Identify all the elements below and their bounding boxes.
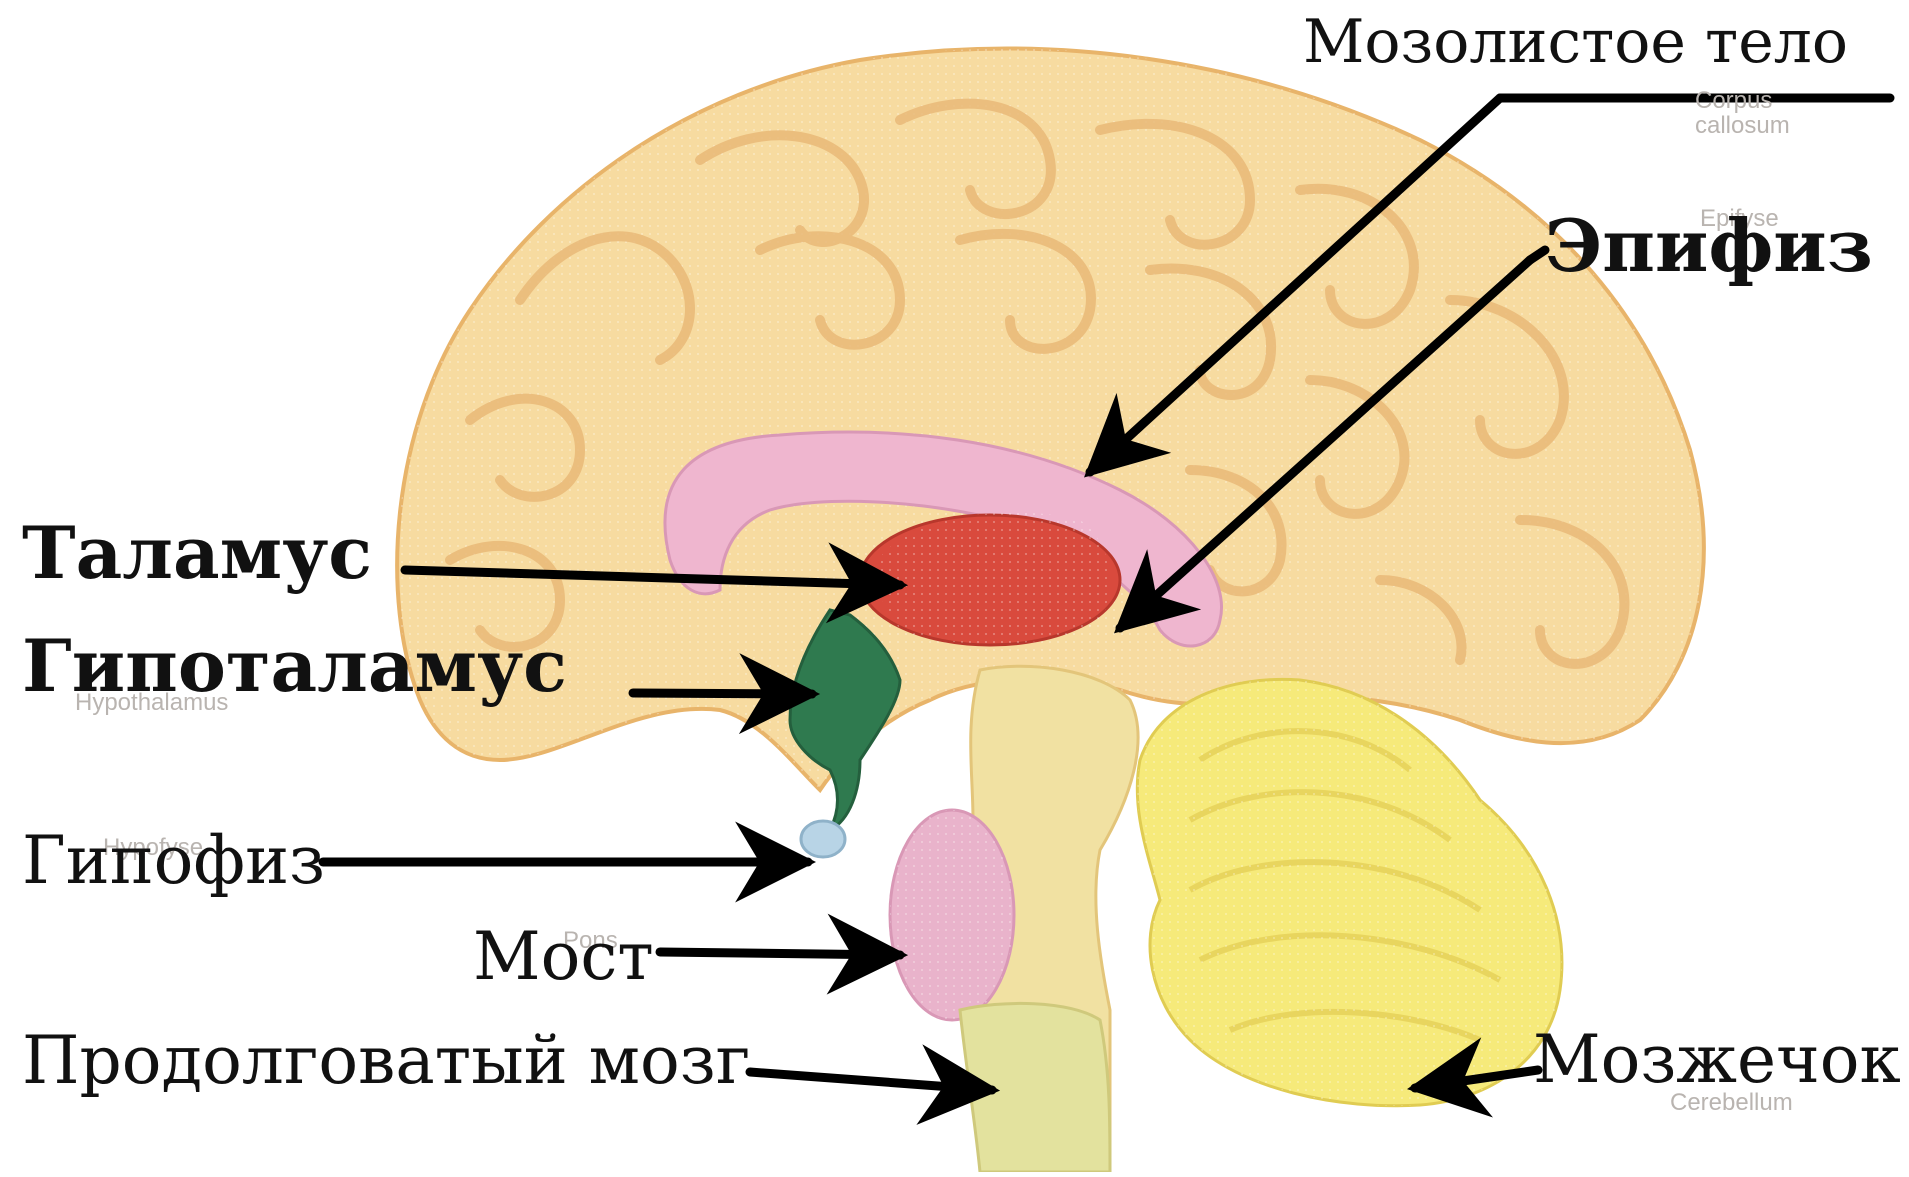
label-corpus-callosum: Мозолистое тело <box>1303 12 1848 72</box>
label-cerebellum: Мозжечок <box>1533 1027 1901 1093</box>
medulla-arrow <box>750 1072 992 1090</box>
label-hypophysis: Гипофиз <box>22 828 325 894</box>
label-pons: Мост <box>473 924 654 990</box>
label-epiphysis: Эпифиз <box>1545 210 1873 282</box>
pituitary-shape <box>801 821 845 857</box>
label-hypothalamus: Гипоталамус <box>22 630 567 702</box>
label-thalamus: Таламус <box>22 517 372 589</box>
label-medulla: Продолговатый мозг <box>22 1028 750 1094</box>
pons-arrow <box>660 952 900 955</box>
faded-label-corpus-callosum: Corpus callosum <box>1695 88 1790 138</box>
hypothalamus-arrow <box>633 693 812 694</box>
